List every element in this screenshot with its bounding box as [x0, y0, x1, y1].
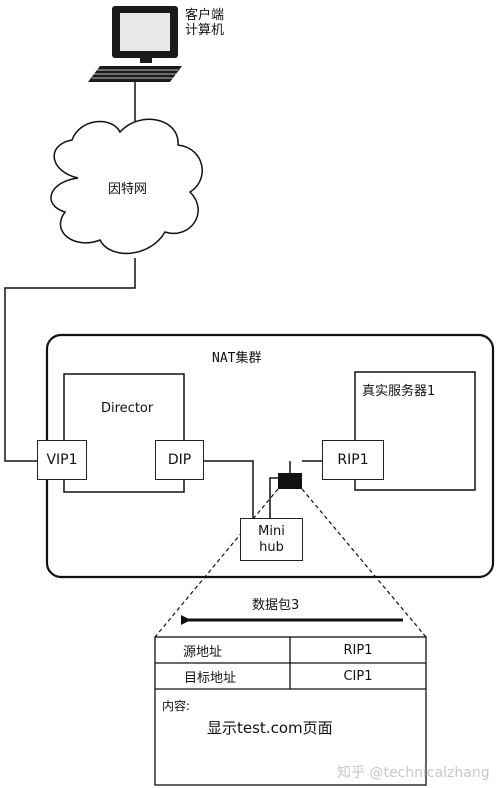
mini-hub: Mini hub	[240, 518, 303, 561]
real-server-label: 真实服务器1	[362, 384, 436, 399]
rip-port: RIP1	[322, 440, 384, 480]
source-field-label: 源地址	[182, 644, 222, 660]
capture-point-marker	[278, 473, 302, 489]
destination-field-value: CIP1	[343, 668, 373, 684]
packet-table	[154, 636, 427, 786]
dip-port: DIP	[155, 440, 204, 480]
client-label-line2: 计算机	[185, 23, 225, 38]
hub-label-line2: hub	[259, 539, 284, 555]
dip-to-hub-line	[204, 460, 254, 518]
source-field-value: RIP1	[343, 642, 373, 658]
packet-arrow-label: 数据包3	[252, 598, 300, 613]
watermark: 知乎 @technicalzhang	[337, 765, 490, 781]
internet-label: 因特网	[108, 182, 148, 197]
cluster-title: NAT集群	[212, 351, 262, 366]
hub-label-line1: Mini	[258, 523, 285, 539]
content-value: 显示test.com页面	[207, 719, 333, 737]
destination-field-label: 目标地址	[183, 670, 236, 686]
director-label: Director	[101, 401, 154, 416]
cloud-icon	[50, 118, 203, 255]
vip-port: VIP1	[37, 440, 87, 480]
computer-icon	[88, 6, 182, 82]
client-label-line1: 客户端	[185, 8, 225, 23]
internet-to-vip-line	[4, 258, 136, 462]
content-label: 内容:	[162, 699, 191, 713]
